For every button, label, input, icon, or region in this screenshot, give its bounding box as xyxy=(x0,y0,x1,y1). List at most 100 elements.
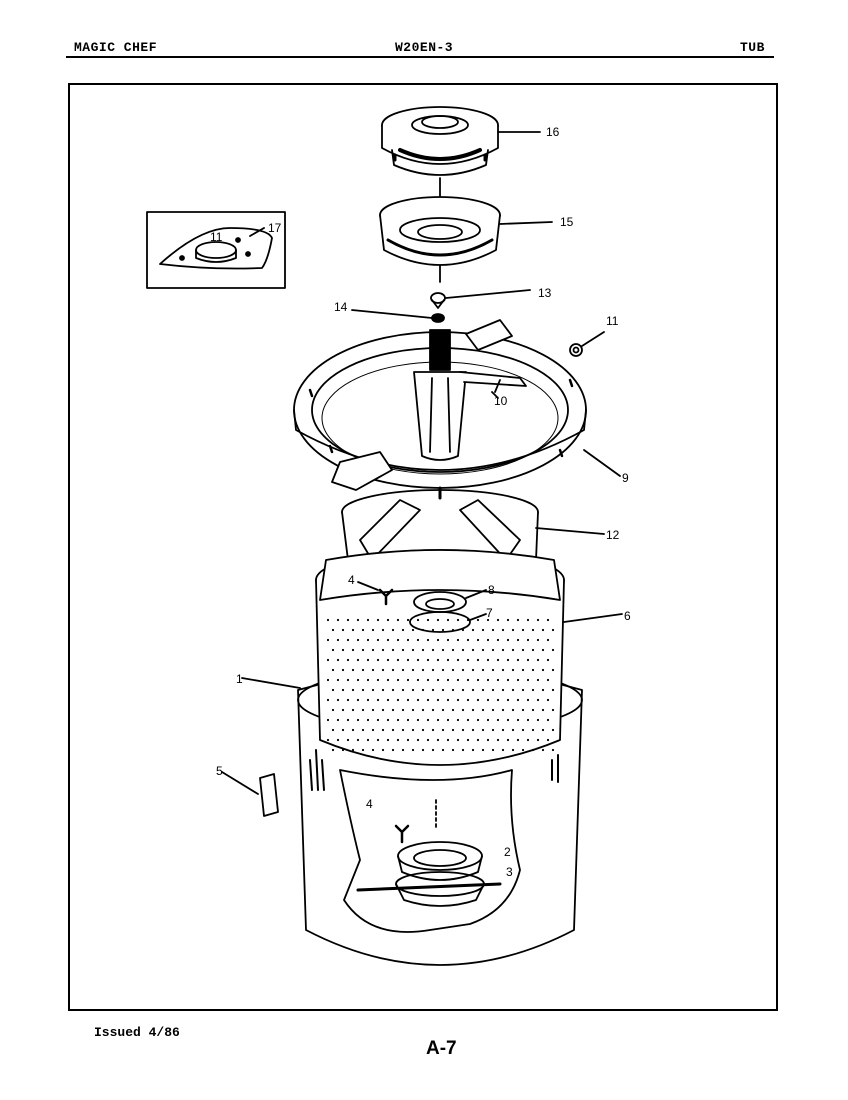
perforation-dot xyxy=(406,658,410,662)
perforation-dot xyxy=(426,738,430,742)
perforation-dot xyxy=(461,708,465,712)
perforation-dot xyxy=(416,678,420,682)
perforation-dot xyxy=(341,728,345,732)
perforation-dot xyxy=(351,668,355,672)
perforation-dot xyxy=(426,718,430,722)
perforation-dot xyxy=(456,718,460,722)
perforation-dot xyxy=(396,618,400,622)
perforation-dot xyxy=(541,728,545,732)
perforation-dot xyxy=(531,708,535,712)
perforation-dot xyxy=(536,658,540,662)
perforation-dot xyxy=(396,718,400,722)
perforation-dot xyxy=(411,668,415,672)
perforation-dot xyxy=(496,698,500,702)
perforation-dot xyxy=(546,618,550,622)
perforation-dot xyxy=(386,658,390,662)
perforation-dot xyxy=(386,698,390,702)
perforation-dot xyxy=(391,648,395,652)
perforation-dot xyxy=(366,678,370,682)
perforation-dot xyxy=(511,648,515,652)
perforation-dot xyxy=(551,708,555,712)
perforation-dot xyxy=(511,628,515,632)
callout-8: 8 xyxy=(488,583,495,597)
perforation-dot xyxy=(426,678,430,682)
perforation-dot xyxy=(336,638,340,642)
perforation-dot xyxy=(481,708,485,712)
perforation-dot xyxy=(431,648,435,652)
part-16-cap xyxy=(381,106,499,176)
perforation-dot xyxy=(386,678,390,682)
perforation-dot xyxy=(531,688,535,692)
perforation-dot xyxy=(476,638,480,642)
perforation-dot xyxy=(471,728,475,732)
perforation-dot xyxy=(361,708,365,712)
perforation-dot xyxy=(456,658,460,662)
perforation-dot xyxy=(546,658,550,662)
perforation-dot xyxy=(541,628,545,632)
perforation-dot xyxy=(346,658,350,662)
perforation-dot xyxy=(341,628,345,632)
perforation-dot xyxy=(346,738,350,742)
inset-callout-11: 11 xyxy=(210,230,223,244)
perforation-dot xyxy=(526,678,530,682)
perforation-dot xyxy=(346,718,350,722)
perforation-dot xyxy=(401,748,405,752)
perforation-dot xyxy=(516,718,520,722)
perforation-dot xyxy=(516,658,520,662)
perforation-dot xyxy=(501,668,505,672)
perforation-dot xyxy=(411,748,415,752)
perforation-dot xyxy=(421,648,425,652)
perforation-dot xyxy=(516,698,520,702)
perforation-dot xyxy=(516,638,520,642)
part-7-seal xyxy=(409,611,487,633)
perforation-dot xyxy=(366,618,370,622)
perforation-dot xyxy=(331,648,335,652)
perforation-dot xyxy=(446,698,450,702)
perforation-dot xyxy=(431,668,435,672)
perforation-dot xyxy=(356,678,360,682)
perforation-dot xyxy=(401,648,405,652)
perforation-dot xyxy=(391,748,395,752)
perforation-dot xyxy=(336,678,340,682)
perforation-dot xyxy=(441,688,445,692)
perforation-dot xyxy=(546,678,550,682)
page-number: A-7 xyxy=(426,1038,457,1059)
inset-part-17 xyxy=(146,211,286,289)
perforation-dot xyxy=(326,638,330,642)
perforation-dot xyxy=(416,698,420,702)
perforation-dot xyxy=(351,648,355,652)
perforation-dot xyxy=(471,688,475,692)
perforation-dot xyxy=(396,738,400,742)
perforation-dot xyxy=(326,698,330,702)
perforation-dot xyxy=(336,698,340,702)
perforation-dot xyxy=(481,668,485,672)
perforation-dot xyxy=(361,628,365,632)
perforation-dot xyxy=(496,638,500,642)
perforation-dot xyxy=(536,698,540,702)
perforation-dot xyxy=(416,738,420,742)
perforation-dot xyxy=(431,688,435,692)
perforation-dot xyxy=(536,718,540,722)
part-11-clip xyxy=(569,331,605,357)
perforation-dot xyxy=(466,638,470,642)
perforation-dot xyxy=(501,688,505,692)
perforation-dot xyxy=(416,618,420,622)
perforation-dot xyxy=(446,618,450,622)
perforation-dot xyxy=(416,658,420,662)
callout-4-lower: 4 xyxy=(366,797,373,811)
perforation-dot xyxy=(471,748,475,752)
perforation-dot xyxy=(421,688,425,692)
perforation-dot xyxy=(551,748,555,752)
perforation-dot xyxy=(416,638,420,642)
callout-15: 15 xyxy=(560,215,574,229)
perforation-dot xyxy=(466,718,470,722)
perforation-dot xyxy=(491,648,495,652)
perforation-dot xyxy=(406,738,410,742)
perforation-dot xyxy=(526,698,530,702)
issued-date: Issued 4/86 xyxy=(94,1025,180,1040)
perforation-dot xyxy=(441,728,445,732)
perforation-dot xyxy=(501,708,505,712)
perforation-dot xyxy=(351,728,355,732)
perforation-dot xyxy=(526,738,530,742)
